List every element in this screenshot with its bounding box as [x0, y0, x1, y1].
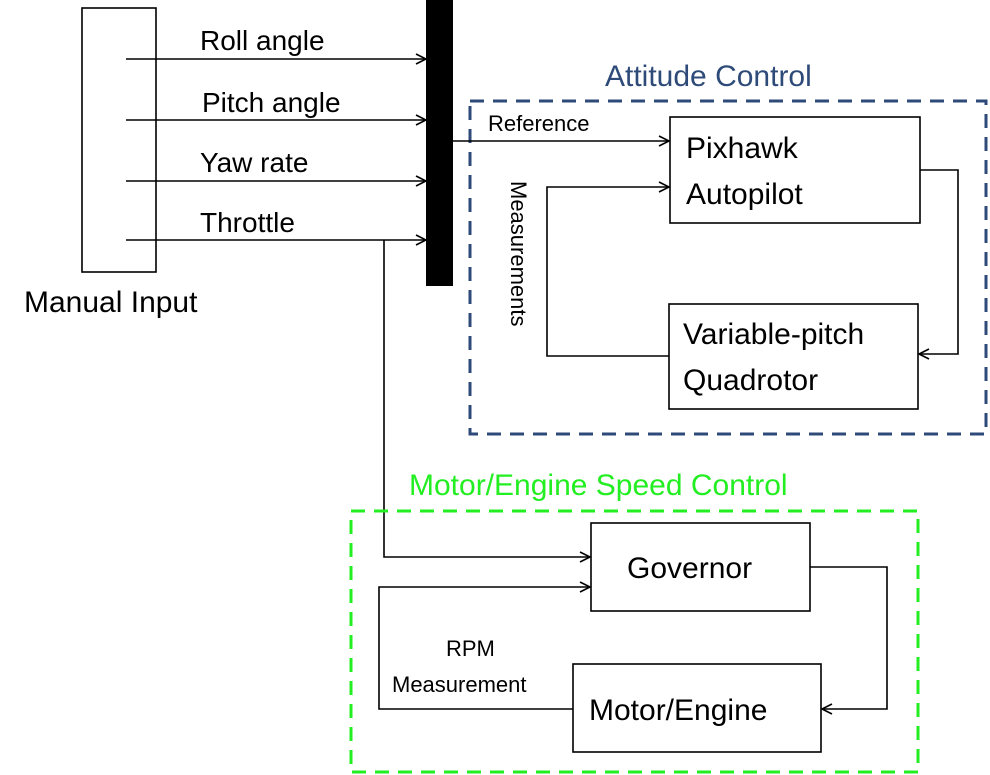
motor-engine-label: Motor/Engine — [589, 694, 767, 727]
attitude-control-title: Attitude Control — [605, 60, 812, 93]
signal-label-yaw: Yaw rate — [200, 147, 308, 178]
quadrotor-label-line1: Variable-pitch — [683, 318, 864, 351]
pixhawk-autopilot-block — [669, 116, 921, 224]
signal-label-throttle: Throttle — [200, 207, 295, 238]
autopilot-to-quadrotor-arrow — [919, 169, 959, 354]
autopilot-label-line2: Autopilot — [686, 178, 803, 211]
rpm-label-line1: RPM — [446, 636, 495, 661]
governor-to-motor-arrow — [810, 566, 888, 709]
rpm-label-line2: Measurement — [392, 672, 527, 697]
governor-block — [590, 522, 811, 612]
signal-bus — [426, 0, 453, 286]
measurements-label: Measurements — [506, 181, 531, 327]
manual-input-label: Manual Input — [24, 286, 198, 319]
speed-control-title: Motor/Engine Speed Control — [409, 469, 788, 502]
attitude-control-group — [468, 99, 988, 436]
throttle-to-governor-arrow — [383, 240, 590, 557]
governor-label: Governor — [627, 552, 752, 585]
autopilot-label-line1: Pixhawk — [686, 132, 799, 165]
manual-input-box — [81, 7, 157, 273]
measurement-feedback-arrow — [546, 187, 669, 357]
reference-label: Reference — [488, 111, 590, 136]
rpm-feedback-arrow — [378, 587, 590, 710]
signal-label-roll: Roll angle — [200, 25, 325, 56]
quadrotor-label-line2: Quadrotor — [683, 364, 818, 397]
motor-engine-block — [572, 663, 822, 753]
speed-control-group — [349, 509, 920, 774]
signal-label-pitch: Pitch angle — [202, 87, 341, 118]
